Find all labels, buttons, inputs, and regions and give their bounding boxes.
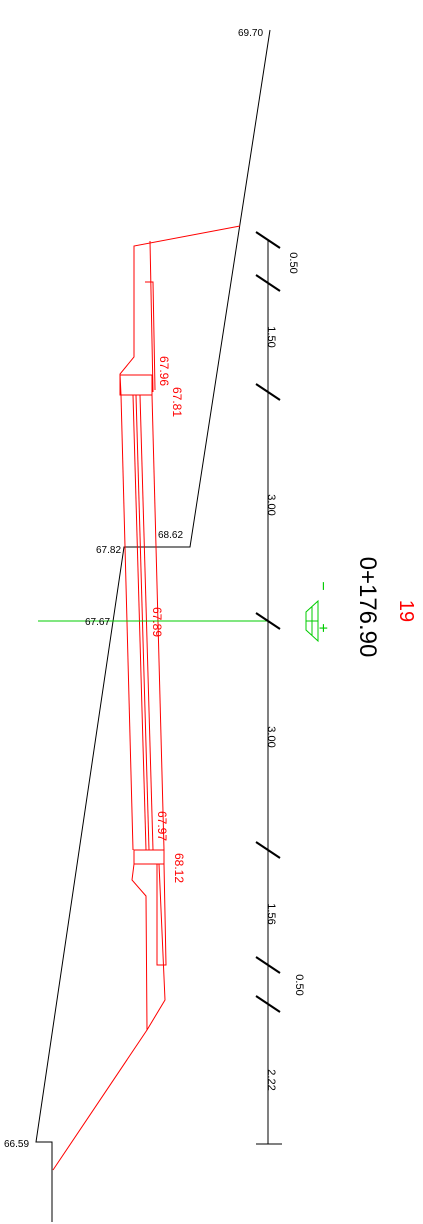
ground-elev-bench-right: 68.62: [158, 530, 183, 541]
dimension-label-6: 0.50: [293, 974, 305, 995]
design-elev-upper-inner: 67.81: [170, 387, 184, 417]
dimension-label-1: 0.50: [287, 252, 299, 273]
dimension-label-4: 3.00: [265, 726, 277, 747]
dimension-label-2: 1.50: [265, 326, 277, 347]
lower-slope-outline: [52, 863, 148, 1171]
ground-line: [35, 29, 271, 1222]
design-section: [52, 225, 241, 1171]
ground-elev-bottom: 66.59: [4, 1139, 29, 1150]
dimension-label-5: 1.56: [265, 903, 277, 924]
dimension-ticks: [255, 231, 281, 1013]
centerline-plus: +: [314, 623, 331, 632]
ground-elev-top-right: 69.70: [238, 28, 263, 39]
upper-curb: [145, 281, 156, 391]
design-elev-lower-edge: 68.12: [172, 853, 186, 883]
dimension-label-3: 3.00: [265, 494, 277, 515]
dimension-label-7: 2.22: [265, 1069, 277, 1090]
centerline-minus: −: [314, 581, 331, 590]
lower-curb: [156, 863, 167, 966]
pavement-edge-2: [132, 394, 147, 851]
lower-curb-block: [133, 849, 165, 865]
pavement-edge-5: [151, 394, 165, 851]
dimension-line: [255, 231, 282, 1145]
station-chainage: 0+176.90: [354, 557, 381, 658]
upper-slope-outline: [119, 225, 241, 396]
centerline-symbol: [305, 599, 319, 643]
pavement-edge-1: [120, 394, 134, 851]
pavement-edge-4: [139, 394, 154, 851]
lower-inner-outline: [146, 863, 166, 1031]
ground-elev-centerline: 67.67: [85, 617, 110, 628]
station-number: 19: [395, 600, 417, 622]
pavement-edge-3: [135, 394, 150, 851]
upper-curb-block: [119, 374, 153, 396]
ground-elev-bench-left: 67.82: [96, 545, 121, 556]
design-elev-center: 67.89: [150, 607, 164, 637]
design-elev-upper-edge: 67.96: [157, 356, 171, 386]
upper-inner-outline: [149, 240, 154, 393]
design-elev-lower-inner: 67.97: [155, 811, 169, 841]
